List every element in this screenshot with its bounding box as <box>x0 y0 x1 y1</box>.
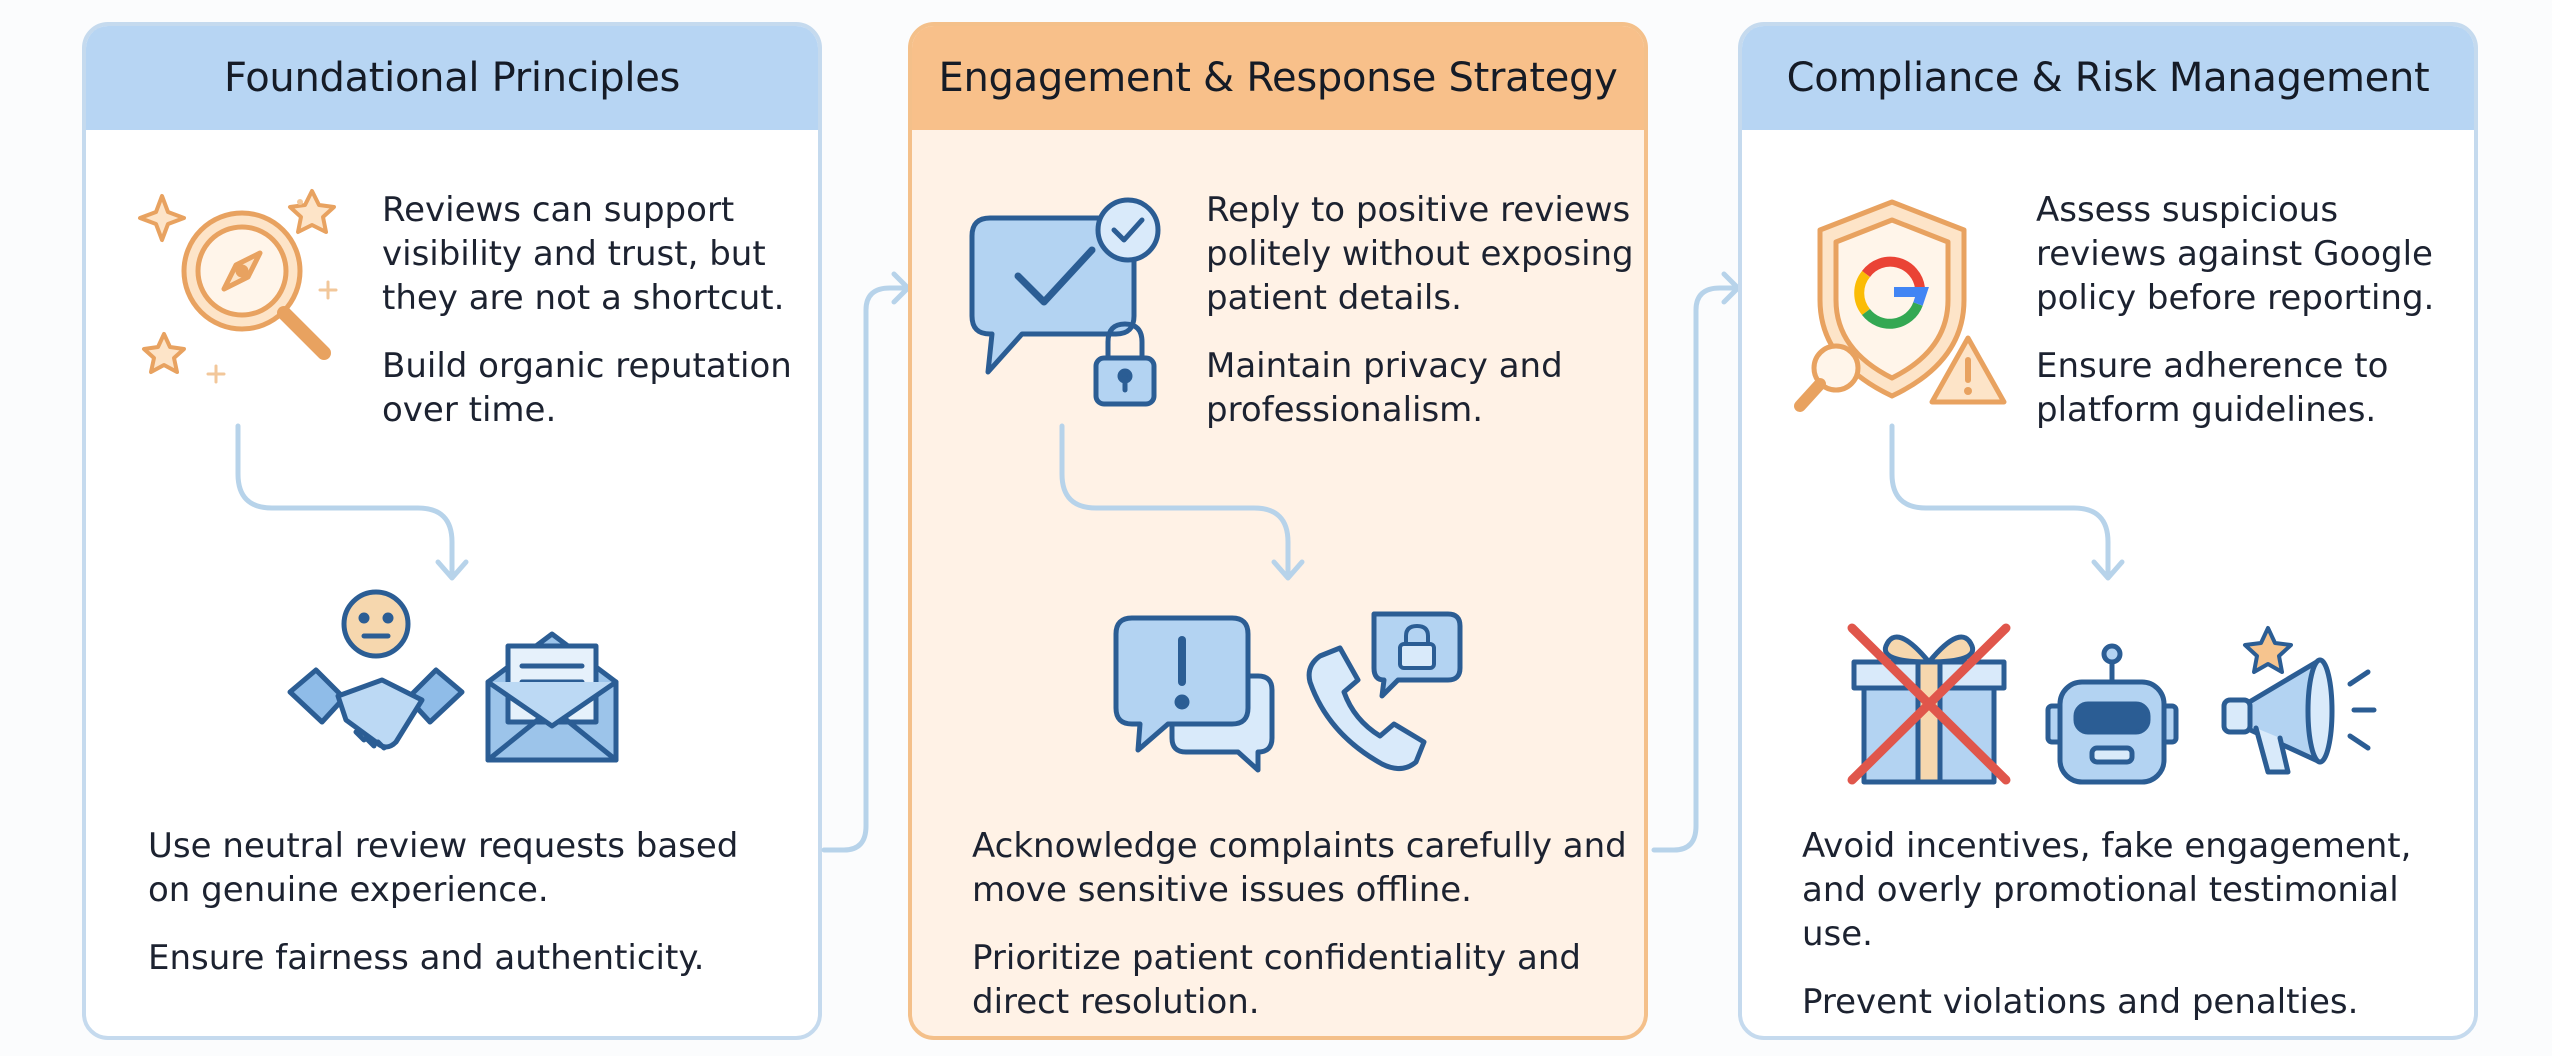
chat-check-icon <box>969 197 1161 375</box>
connector-arrow <box>821 271 911 853</box>
panel-compliance-risk: Compliance & Risk Management Assess susp… <box>1738 22 2478 1040</box>
google-shield-icon <box>1794 199 1967 412</box>
compass-magnifier-icon <box>138 189 338 384</box>
bottom-text: Use neutral review requests based on gen… <box>148 826 739 978</box>
handshake-person-icon <box>287 589 465 751</box>
panel-title: Engagement & Response Strategy <box>912 26 1644 130</box>
megaphone-star-icon <box>2221 626 2377 775</box>
envelope-letter-icon <box>485 631 619 763</box>
chat-alert-icon <box>1113 615 1275 773</box>
panel-title: Foundational Principles <box>86 26 818 130</box>
sparkle-star-icon <box>138 194 186 242</box>
panel-foundational-principles: Foundational Principles Reviews can supp… <box>82 22 822 1040</box>
bottom-text: Avoid incentives, fake engagement, and o… <box>1802 826 2412 1022</box>
panel-title: Compliance & Risk Management <box>1742 26 2474 130</box>
bottom-text: Acknowledge complaints carefully and mov… <box>972 826 1627 1022</box>
robot-icon <box>2045 643 2179 785</box>
top-text: Assess suspicious reviews against Google… <box>2036 190 2435 430</box>
lock-icon <box>1093 321 1157 407</box>
connector-arrow <box>1651 271 1741 853</box>
warning-icon <box>1929 335 2007 405</box>
top-text: Reply to positive reviews politely witho… <box>1206 190 1634 430</box>
crossed-gift-icon <box>1847 623 2011 785</box>
panel-engagement-response: Engagement & Response Strategy Reply to … <box>908 22 1648 1040</box>
top-text: Reviews can support visibility and trust… <box>382 190 792 430</box>
phone-lock-icon <box>1306 611 1463 771</box>
flow-arrow <box>1889 423 2125 581</box>
flow-arrow <box>1059 423 1305 581</box>
flow-arrow <box>235 423 469 581</box>
